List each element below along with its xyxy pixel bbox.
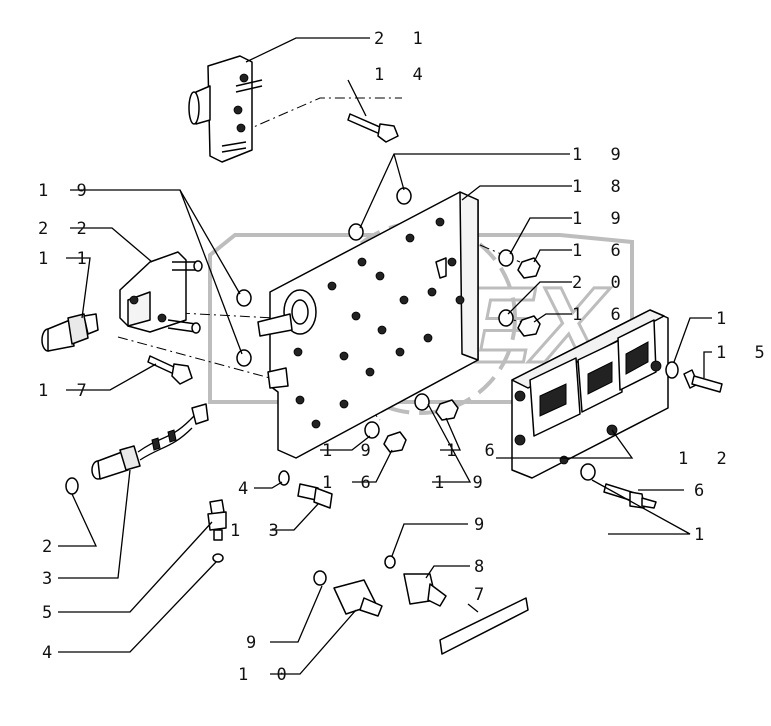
callout-16-lower-right: 1 6 <box>446 441 504 461</box>
callout-18: 1 8 <box>572 177 630 197</box>
o-ring-4-upper <box>278 470 290 486</box>
o-ring-4-lower <box>212 553 224 563</box>
bracket-21 <box>188 55 263 163</box>
stud-6 <box>603 483 657 509</box>
callout-13: 1 3 <box>230 521 288 541</box>
callout-3: 3 <box>42 569 61 589</box>
washers-19 <box>236 187 514 439</box>
callout-16-lower-left: 1 6 <box>322 473 380 493</box>
callout-4-upper: 4 <box>238 479 257 499</box>
callout-16-mid: 1 6 <box>572 305 630 325</box>
callout-labels: 2 1 1 4 1 9 1 8 1 9 2 2 1 9 1 6 1 1 2 0 … <box>38 29 771 685</box>
bolt-14 <box>347 113 399 143</box>
callout-16-upper: 1 6 <box>572 241 630 261</box>
callout-14: 1 4 <box>374 65 432 85</box>
callout-19-right: 1 9 <box>572 209 630 229</box>
o-ring-2 <box>65 477 79 495</box>
callout-5: 5 <box>42 603 61 623</box>
bracket-22 <box>119 251 203 334</box>
sensor-11 <box>41 313 99 352</box>
sensor-5 <box>207 499 227 541</box>
callout-9-upper: 9 <box>474 515 493 535</box>
sensor-8 <box>403 573 447 607</box>
callout-19-lower-left: 1 9 <box>322 441 380 461</box>
callout-7: 7 <box>474 585 493 605</box>
washer-1-upper <box>665 361 679 379</box>
callout-2: 2 <box>42 537 61 557</box>
leader-lines <box>58 37 712 675</box>
bolt-15 <box>683 369 723 393</box>
washer-1-lower <box>580 463 596 481</box>
callout-10: 1 0 <box>238 665 296 685</box>
callout-19-lower-right: 1 9 <box>434 473 492 493</box>
callout-20: 2 0 <box>572 273 630 293</box>
callout-21: 2 1 <box>374 29 432 49</box>
callout-11: 1 1 <box>38 249 96 269</box>
bolt-17 <box>147 355 193 385</box>
callout-19-left: 1 9 <box>38 181 96 201</box>
label-plate-7 <box>439 597 529 655</box>
callout-8: 8 <box>474 557 493 577</box>
o-ring-9-upper <box>384 555 396 569</box>
callout-4-lower: 4 <box>42 643 61 663</box>
callout-17: 1 7 <box>38 381 96 401</box>
callout-9-lower: 9 <box>246 633 265 653</box>
callout-1-lower: 1 <box>694 525 713 545</box>
callout-6: 6 <box>694 481 713 501</box>
harness-sensor-3 <box>91 403 209 480</box>
callout-12: 1 2 <box>678 449 736 469</box>
callout-1-upper: 1 <box>716 309 735 329</box>
sensor-13 <box>297 483 333 509</box>
callout-19-top: 1 9 <box>572 145 630 165</box>
o-ring-9-lower <box>313 570 327 586</box>
main-plate-18 <box>257 191 479 459</box>
callout-22: 2 2 <box>38 219 96 239</box>
callout-15: 1 5 <box>716 343 771 363</box>
sensor-10 <box>333 579 383 617</box>
